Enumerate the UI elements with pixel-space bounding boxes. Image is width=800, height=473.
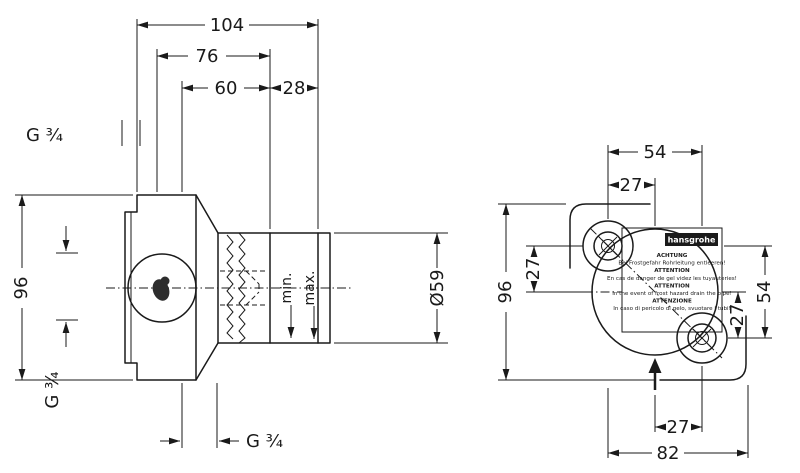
dim-54-right-label: 54 — [754, 281, 775, 304]
hansgrohe-logo-text: hansgrohe — [668, 236, 716, 245]
dim-104: 104 — [136, 15, 319, 229]
dim-28-label: 28 — [283, 78, 306, 99]
dim-60: 60 — [181, 78, 270, 192]
thread-bottom-label: G ¾ — [246, 431, 283, 452]
screw-icon-top-left — [593, 231, 623, 261]
spindle-icon — [152, 276, 170, 301]
dim-76: 76 — [156, 46, 271, 229]
dim-60-label: 60 — [215, 78, 238, 99]
warning-line: ACHTUNG — [657, 253, 688, 259]
front-view: hansgrohe ACHTUNG Bei Frostgefahr Rohrle… — [495, 142, 775, 464]
thread-top-label: G ¾ — [26, 125, 63, 146]
dim-27-top: 27 — [608, 175, 656, 226]
orientation-up-arrow-icon — [648, 358, 662, 390]
warning-label: hansgrohe ACHTUNG Bei Frostgefahr Rohrle… — [607, 227, 737, 333]
dim-96-side-label: 96 — [11, 277, 32, 300]
warning-line: ATTENZIONE — [652, 299, 692, 305]
dim-27-bottom: 27 — [654, 366, 703, 438]
warning-line: In the event of frost hazard drain the p… — [612, 291, 732, 297]
warning-line: ATTENTION — [654, 283, 690, 289]
thread-top: G ¾ — [26, 120, 141, 146]
dim-54-top-label: 54 — [644, 142, 667, 163]
warning-line: Bei Frostgefahr Rohrleitung entleeren! — [618, 261, 725, 267]
valve-body-outline — [106, 194, 352, 381]
min-max-depth: min. max. — [279, 271, 318, 339]
dim-27-left: 27 — [523, 245, 584, 293]
min-label: min. — [279, 273, 295, 304]
dim-27-right: 27 — [722, 291, 748, 338]
valve-cartridge-circle — [127, 253, 197, 323]
dim-54-right: 54 — [724, 245, 775, 339]
serration-pattern — [238, 232, 246, 344]
dim-27-left-label: 27 — [523, 258, 544, 281]
dim-27-top-label: 27 — [620, 175, 643, 196]
plate-corner-top-left — [569, 203, 651, 269]
thread-side-label: G ¾ — [42, 371, 63, 408]
dim-28: 28 — [270, 78, 318, 99]
dim-96-front-label: 96 — [495, 281, 516, 304]
dim-96-front: 96 — [495, 203, 656, 381]
side-view: 104 76 60 28 G ¾ — [11, 15, 448, 452]
dim-104-label: 104 — [210, 15, 244, 36]
dim-27-bottom-label: 27 — [667, 417, 690, 438]
warning-line: In caso di pericolo di gelo, svuotare i … — [613, 306, 731, 312]
dim-76-label: 76 — [196, 46, 219, 67]
screw-icon-bottom-right — [687, 323, 717, 353]
plate-corner-bottom-right — [659, 315, 747, 381]
warning-line: ATTENTION — [654, 268, 690, 274]
dim-27-right-label: 27 — [727, 304, 748, 327]
serration-pattern — [226, 234, 234, 340]
max-label: max. — [302, 271, 318, 306]
seat-pointers — [56, 226, 78, 347]
hansgrohe-logo — [665, 233, 718, 246]
dim-dia59-label: Ø59 — [427, 269, 448, 306]
dim-82-bottom: 82 — [607, 385, 749, 464]
dim-82-bottom-label: 82 — [657, 443, 680, 464]
thread-bottom: G ¾ — [160, 383, 283, 452]
dim-dia59: Ø59 — [334, 232, 448, 344]
mounting-ear-bottom-right — [676, 312, 728, 364]
warning-line: En cas de danger de gel videz les tuyaut… — [607, 276, 737, 282]
dim-96-side: 96 — [11, 194, 133, 381]
